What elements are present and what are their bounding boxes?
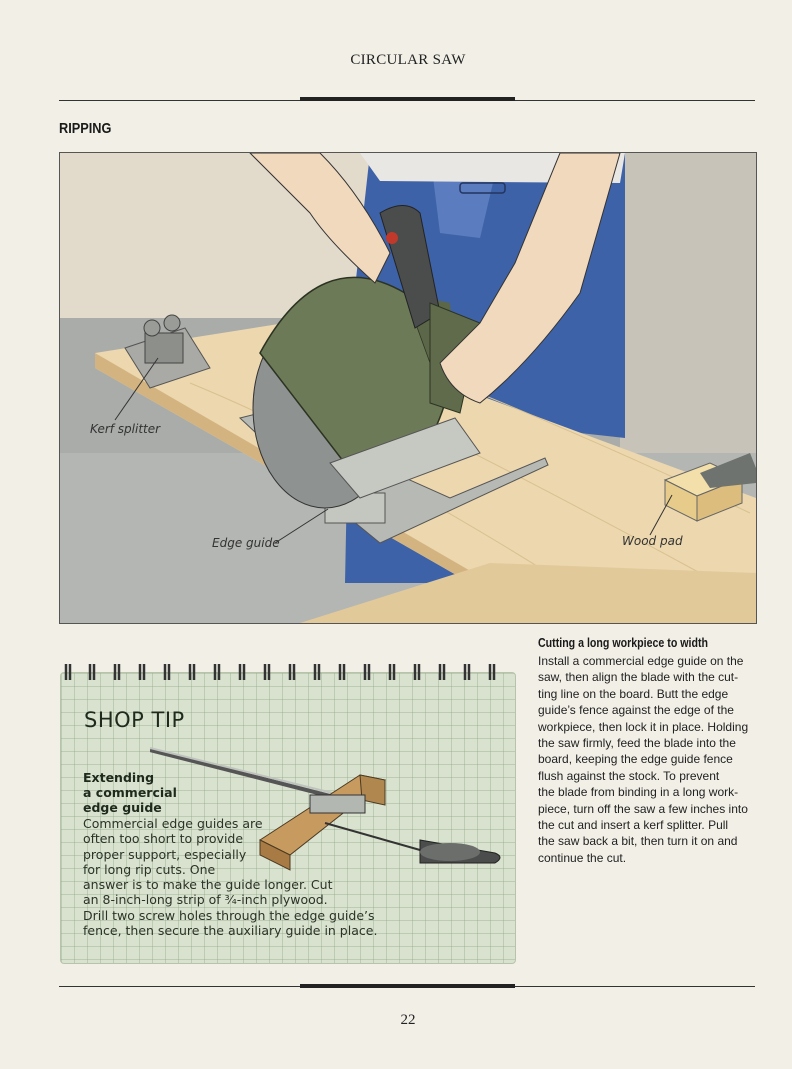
caption-line: Install a commercial edge guide on the (538, 654, 744, 668)
shop-tip-title: SHOP TIP (84, 708, 185, 732)
kerf-splitter-label: Kerf splitter (90, 422, 161, 436)
tip-line: Drill two screw holes through the edge g… (83, 907, 375, 923)
caption-line: continue the cut. (538, 850, 627, 865)
caption-line: guide’s fence against the edge of the (538, 703, 734, 718)
ripping-illustration-svg: Kerf splitter Edge guide Wood pad (60, 153, 756, 623)
tip-line: answer is to make the guide longer. Cut (83, 877, 333, 893)
caption-line: saw, then align the blade with the cut- (538, 670, 739, 685)
tip-line: often too short to provide (83, 831, 244, 847)
edge-guide-label: Edge guide (212, 536, 280, 550)
running-header: CIRCULAR SAW (350, 52, 466, 68)
subtitle-line: Extending (83, 770, 155, 785)
extended-guide-illustration (150, 747, 501, 871)
ripping-illustration: Kerf splitter Edge guide Wood pad (59, 152, 757, 624)
header-rule-accent (300, 97, 515, 101)
shop-tip-card (60, 672, 516, 964)
caption-line: piece, turn off the saw a few inches int… (538, 801, 748, 816)
caption-line: flush against the stock. To prevent (538, 768, 720, 783)
subtitle-line: edge guide (83, 800, 162, 815)
caption-line: workpiece, then lock it in place. Holdin… (538, 719, 749, 734)
caption-title: Cutting a long workpiece to width (538, 636, 708, 650)
caption-line: board, keeping the edge guide fence (538, 752, 733, 767)
page-number: 22 (400, 1012, 416, 1028)
caption-line: the cut and insert a kerf splitter. Pull (538, 818, 729, 833)
shop-tip-subtitle: Extending a commercial edge guide (83, 770, 177, 815)
tip-line: Commercial edge guides are (83, 816, 263, 831)
tip-line: for long rip cuts. One (83, 861, 216, 877)
caption-line: ting line on the board. Butt the edge (538, 686, 729, 701)
shop-tip-body: Commercial edge guides are often too sho… (83, 816, 377, 938)
caption-line: the saw back a bit, then turn it on and (538, 834, 738, 849)
caption-line: the saw firmly, feed the blade into the (538, 736, 736, 751)
subtitle-line: a commercial (83, 785, 177, 800)
tip-line: fence, then secure the auxiliary guide i… (83, 923, 378, 939)
caption-line: the blade from binding in a long work- (538, 785, 739, 800)
tip-line: proper support, especially (83, 846, 247, 862)
caption-body: Install a commercial edge guide on the s… (538, 653, 748, 866)
footer-rule-accent (300, 984, 515, 988)
section-heading: RIPPING (59, 120, 112, 137)
spiral-binding (64, 664, 496, 680)
wood-pad-label: Wood pad (622, 534, 683, 548)
kerf-splitter-shape (124, 314, 211, 389)
tip-line: an 8-inch-long strip of ³⁄₄-inch plywood… (83, 892, 328, 908)
